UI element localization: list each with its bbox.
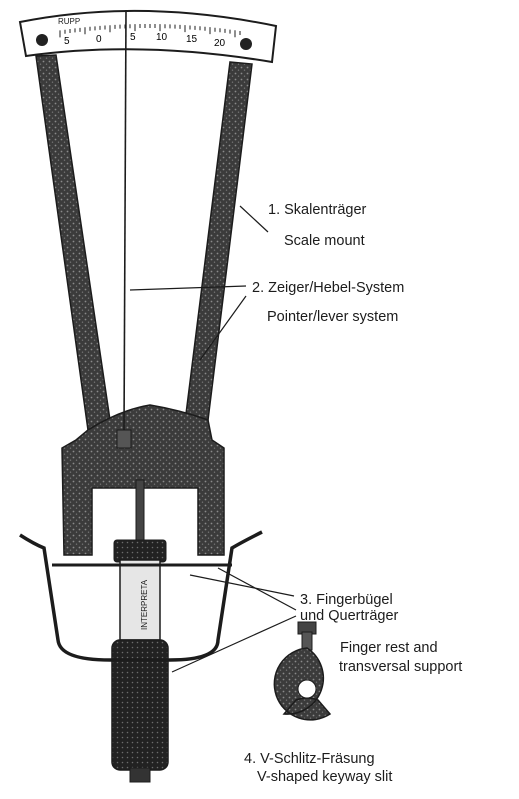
callout-3-de: 3. Fingerbügel xyxy=(300,592,393,609)
right-arm xyxy=(186,62,252,420)
scale-label-0: 0 xyxy=(96,34,102,45)
callout-4-de: 4. V-Schlitz-Fräsung xyxy=(244,751,375,768)
pointer-needle xyxy=(124,10,126,432)
scale-screw-left xyxy=(36,34,48,46)
scale-label-10: 10 xyxy=(156,32,168,43)
callout-3-en: Finger rest and xyxy=(340,640,438,657)
knurled-nut xyxy=(114,540,166,562)
central-rod xyxy=(136,480,144,542)
callout-2-de: 2. Zeiger/Hebel-System xyxy=(252,280,404,297)
leader-3a xyxy=(190,575,294,596)
callout-1-de: 1. Skalenträger xyxy=(268,202,366,219)
scale-label-20: 20 xyxy=(214,38,226,49)
leader-3c xyxy=(172,616,296,672)
pointer-hub xyxy=(117,430,131,448)
keyway-hole xyxy=(298,680,316,698)
callout-4-en: V-shaped keyway slit xyxy=(257,769,392,786)
scale-label-neg5: 5 xyxy=(64,36,70,47)
callout-3-de2: und Querträger xyxy=(300,608,398,625)
leader-1 xyxy=(240,206,268,232)
callout-1-en: Scale mount xyxy=(284,233,365,250)
scale-screw-right xyxy=(240,38,252,50)
grip-foot xyxy=(130,768,150,782)
keyway-disc xyxy=(274,622,330,720)
left-arm xyxy=(36,55,110,430)
leader-2a xyxy=(130,286,246,290)
spindle-stamp: INTERPRETA xyxy=(140,579,149,630)
scale-label-5: 5 xyxy=(130,32,136,43)
leader-3b xyxy=(218,568,296,610)
callout-3-en2: transversal support xyxy=(339,659,462,676)
scale-logo: RUPP xyxy=(58,17,80,26)
callout-2-en: Pointer/lever system xyxy=(267,309,398,326)
scale-mount: RUPP 5 0 5 10 15 20 xyxy=(20,11,276,62)
scale-label-15: 15 xyxy=(186,34,198,45)
